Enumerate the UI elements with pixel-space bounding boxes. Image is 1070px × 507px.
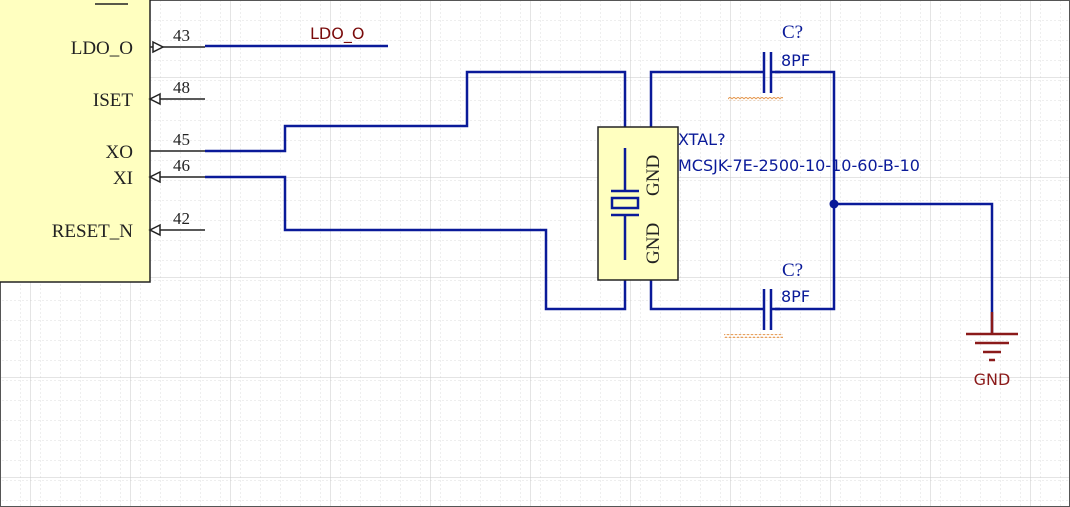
pin-number-45: 45: [173, 130, 190, 149]
pin-42-arrow-icon: [148, 223, 161, 237]
pin-number-46: 46: [173, 156, 190, 175]
capacitor-top-value[interactable]: 8PF: [781, 51, 810, 70]
pin-48-arrow-icon: [148, 92, 161, 106]
capacitor-top-unannotated-mark: [728, 97, 783, 101]
ic-component[interactable]: [0, 0, 151, 283]
capacitor-bottom-designator[interactable]: C?: [782, 260, 803, 281]
capacitor-bottom-unannotated-mark: [724, 334, 783, 338]
pin-43-arrow-icon: [152, 40, 165, 54]
crystal-icon: [610, 148, 640, 260]
pin-name-xo: XO: [106, 142, 133, 163]
capacitor-top-designator[interactable]: C?: [782, 22, 803, 43]
pin-number-42: 42: [173, 209, 190, 228]
ground-label[interactable]: GND: [974, 370, 1011, 389]
wires: [205, 44, 994, 334]
pin-name-xi: XI: [113, 168, 133, 189]
pin-name-iset: ISET: [93, 90, 134, 111]
pin-name-reset-n: RESET_N: [52, 221, 134, 242]
pin-number-43: 43: [173, 26, 190, 45]
wire-xtal-gnd-top[interactable]: [649, 70, 755, 127]
capacitor-bottom-icon: [755, 289, 780, 330]
wire-to-gnd[interactable]: [834, 202, 994, 334]
wire-xi[interactable]: [205, 175, 627, 311]
ic-pins: [148, 40, 205, 237]
wire-cap-top-right[interactable]: [775, 70, 836, 311]
crystal-designator[interactable]: XTAL?: [678, 130, 726, 149]
pin-name-ldo-o: LDO_O: [71, 38, 133, 59]
wire-junction: [829, 199, 839, 209]
ic-body[interactable]: [0, 0, 151, 283]
crystal-component[interactable]: GND GND: [597, 126, 679, 281]
pin-number-48: 48: [173, 78, 190, 97]
capacitor-top-icon: [755, 52, 780, 93]
capacitor-bottom[interactable]: [724, 289, 783, 338]
capacitor-top[interactable]: [728, 52, 783, 101]
ground-symbol-icon[interactable]: [966, 312, 1018, 362]
net-label-ldo-o[interactable]: LDO_O: [310, 24, 364, 44]
wire-xo[interactable]: [205, 70, 627, 153]
capacitor-bottom-value[interactable]: 8PF: [781, 287, 810, 306]
crystal-pin-label-gnd-top: GND: [643, 155, 664, 196]
wire-xtal-gnd-bottom[interactable]: [649, 280, 755, 311]
crystal-pin-label-gnd-bottom: GND: [643, 223, 664, 264]
crystal-value[interactable]: MCSJK-7E-2500-10-10-60-B-10: [678, 156, 920, 175]
pin-46-arrow-icon: [148, 170, 161, 184]
